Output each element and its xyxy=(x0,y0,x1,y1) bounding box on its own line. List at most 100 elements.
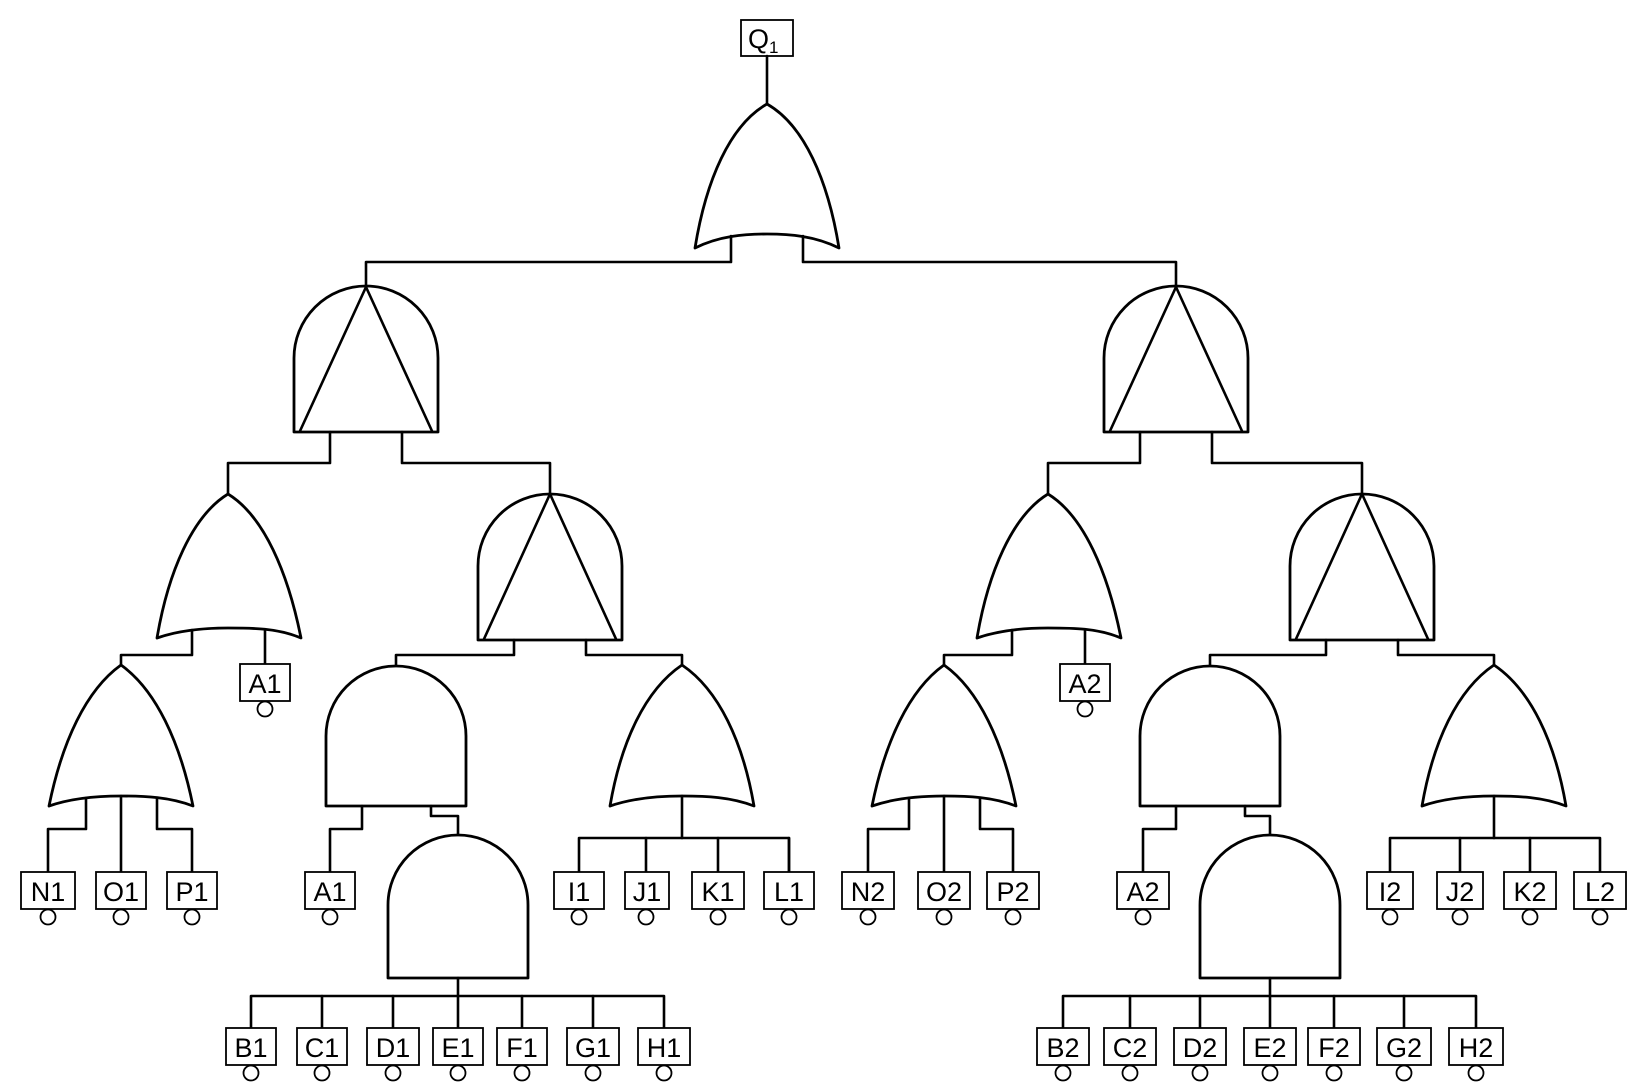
basic-event-L2: L2 xyxy=(1573,871,1627,926)
event-label: B1 xyxy=(234,1033,267,1063)
connector-line xyxy=(1396,638,1496,667)
priority-and-gate-right xyxy=(1102,284,1250,434)
basic-event-I2: I2 xyxy=(1366,871,1414,926)
connector-line xyxy=(1046,430,1142,496)
or-gate-right-3 xyxy=(1420,663,1568,808)
event-label: K2 xyxy=(1513,877,1546,907)
basic-event-D2: D2 xyxy=(1173,1027,1227,1082)
basic-event-I1: I1 xyxy=(553,871,605,926)
basic-event-E1: E1 xyxy=(432,1027,484,1082)
event-label: P1 xyxy=(175,877,208,907)
event-label: O1 xyxy=(103,877,139,907)
basic-event-B1: B1 xyxy=(225,1027,277,1082)
basic-event-A2-2: A2 xyxy=(1116,871,1170,926)
connector-line xyxy=(1388,836,1602,874)
connector-line xyxy=(1208,638,1328,667)
basic-event-O1: O1 xyxy=(95,871,147,926)
or-gate-left-3 xyxy=(608,663,756,808)
event-label: A2 xyxy=(1126,877,1159,907)
connector-line xyxy=(394,638,516,667)
basic-event-K2: K2 xyxy=(1503,871,1557,926)
event-label: P2 xyxy=(996,877,1029,907)
basic-event-H2: H2 xyxy=(1448,1027,1504,1082)
connector-line xyxy=(584,638,684,667)
and-gate-left-2 xyxy=(386,833,530,980)
or-gate-right-1 xyxy=(975,492,1123,640)
basic-event-K1: K1 xyxy=(691,871,745,926)
connector-line xyxy=(1243,804,1272,837)
basic-event-L1: L1 xyxy=(763,871,815,926)
basic-event-H1: H1 xyxy=(637,1027,691,1082)
basic-event-J2: J2 xyxy=(1436,871,1484,926)
or-gate-top xyxy=(693,102,841,250)
basic-event-A1: A1 xyxy=(239,663,291,718)
event-label: L2 xyxy=(1585,877,1615,907)
event-label: F1 xyxy=(506,1033,538,1063)
event-label: J1 xyxy=(633,877,662,907)
event-label: G1 xyxy=(575,1033,611,1063)
connector-line xyxy=(1210,430,1364,496)
top-event-q1: Q1 xyxy=(740,19,794,57)
basic-event-F1: F1 xyxy=(496,1027,548,1082)
and-gate-right-1 xyxy=(1138,664,1282,808)
event-label: C2 xyxy=(1113,1033,1148,1063)
connector-line xyxy=(577,836,791,874)
connector-line xyxy=(1141,804,1178,874)
connector-line xyxy=(801,234,1178,289)
basic-event-F2: F2 xyxy=(1307,1027,1361,1082)
basic-event-P2: P2 xyxy=(986,871,1040,926)
event-label: B2 xyxy=(1046,1033,1079,1063)
connector-line xyxy=(119,628,194,667)
connector-line xyxy=(942,628,1014,667)
connector-line xyxy=(866,796,911,874)
event-label: A2 xyxy=(1068,669,1101,699)
basic-event-D1: D1 xyxy=(366,1027,420,1082)
top-event-label: Q1 xyxy=(748,24,778,57)
event-label: N1 xyxy=(31,877,66,907)
basic-event-P1: P1 xyxy=(166,871,218,926)
event-label: K1 xyxy=(701,877,734,907)
event-label: H1 xyxy=(647,1033,682,1063)
event-label: J2 xyxy=(1446,877,1475,907)
connector-line xyxy=(155,796,194,874)
connector-line xyxy=(364,234,733,289)
event-label: G2 xyxy=(1386,1033,1422,1063)
connector-line xyxy=(400,430,552,496)
basic-event-E2: E2 xyxy=(1243,1027,1297,1082)
priority-and-gate-right-2 xyxy=(1288,492,1436,642)
event-label: E1 xyxy=(441,1033,474,1063)
connector-line xyxy=(429,804,460,837)
connector-line xyxy=(978,796,1015,874)
basic-event-A2: A2 xyxy=(1059,663,1111,718)
basic-event-G2: G2 xyxy=(1376,1027,1432,1082)
event-label: I2 xyxy=(1379,877,1402,907)
priority-and-gate-left-2 xyxy=(476,492,624,642)
basic-event-G1: G1 xyxy=(566,1027,620,1082)
event-label: E2 xyxy=(1253,1033,1286,1063)
event-label: O2 xyxy=(926,877,962,907)
event-label: I1 xyxy=(568,877,591,907)
and-gate-right-2 xyxy=(1198,833,1342,980)
basic-event-C2: C2 xyxy=(1103,1027,1157,1082)
basic-event-O2: O2 xyxy=(917,871,971,926)
event-label: F2 xyxy=(1318,1033,1350,1063)
or-gate-left-1 xyxy=(155,492,303,640)
event-label: H2 xyxy=(1459,1033,1494,1063)
basic-event-B2: B2 xyxy=(1036,1027,1090,1082)
basic-event-C1: C1 xyxy=(296,1027,348,1082)
event-label: C1 xyxy=(305,1033,340,1063)
event-label: N2 xyxy=(851,877,886,907)
or-gate-right-2 xyxy=(870,663,1018,808)
connector-line xyxy=(226,430,332,496)
event-label: L1 xyxy=(774,877,804,907)
event-label: A1 xyxy=(313,877,346,907)
connector-line xyxy=(328,804,364,874)
connector-line xyxy=(46,796,88,874)
basic-event-N1: N1 xyxy=(20,871,76,926)
event-label: D1 xyxy=(376,1033,411,1063)
and-gate-left-1 xyxy=(324,664,468,808)
basic-event-A1-2: A1 xyxy=(304,871,356,926)
basic-event-N2: N2 xyxy=(841,871,895,926)
